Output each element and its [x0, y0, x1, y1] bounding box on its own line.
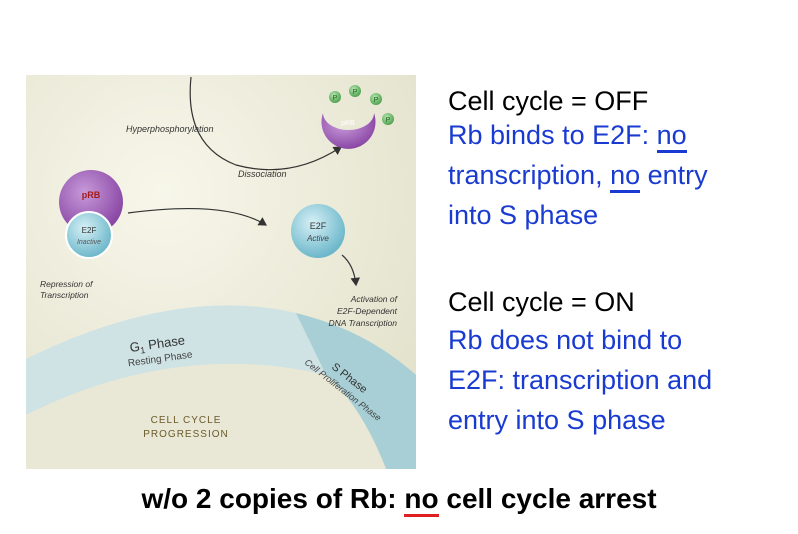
conclusion-text: w/o 2 copies of Rb: no cell cycle arrest: [0, 483, 798, 517]
progression-line-2: PROGRESSION: [143, 429, 228, 440]
conclusion-part-1: w/o 2 copies of Rb:: [141, 483, 405, 514]
activation-line-2: E2F-Dependent: [337, 306, 398, 316]
phosphate-3: [370, 93, 382, 105]
activation-line-3: DNA Transcription: [329, 318, 398, 328]
rb-e2f-diagram: pRB E2F Inactive pRB P P P P E2F Active …: [26, 75, 416, 469]
g1-letter: G: [129, 339, 141, 355]
phosphate-3-label: P: [374, 97, 379, 104]
conclusion-part-2: cell cycle arrest: [438, 483, 657, 514]
e2f-active-name: E2F: [310, 221, 327, 231]
progression-area: [26, 363, 386, 469]
on-line-1: Rb does not bind to: [448, 325, 683, 355]
hyperphosphorylation-arrow: [189, 76, 343, 171]
off-line-1-text: Rb binds to E2F:: [448, 120, 657, 150]
phosphate-4: [382, 113, 394, 125]
e2f-active-protein: [291, 204, 345, 258]
e2f-active-state: Active: [306, 234, 329, 243]
g1-phase-label-group: G1 Phase Resting Phase: [127, 332, 193, 369]
off-description: Rb binds to E2F: no transcription, no en…: [448, 118, 708, 232]
off-line-2-text: transcription,: [448, 160, 611, 190]
g1-phase-word: Phase: [144, 332, 186, 352]
dissociation-arrow: [127, 207, 268, 226]
g1-phase-band: [26, 305, 326, 415]
hyperphosphorylation-label: Hyperphosphorylation: [126, 124, 214, 134]
progression-line-1: CELL CYCLE: [151, 415, 222, 426]
off-heading: Cell cycle = OFF: [448, 86, 649, 116]
phosphate-2-label: P: [353, 89, 358, 96]
phosphate-1-label: P: [333, 95, 338, 102]
s-phase-band: [296, 313, 416, 469]
on-line-2: E2F: transcription and: [448, 365, 713, 395]
e2f-inactive-name: E2F: [82, 226, 97, 235]
phosphorylated-prb: [321, 113, 376, 149]
phosphate-1: [329, 91, 341, 103]
off-line-2-no: no: [610, 160, 641, 193]
phosphate-group: P P P P: [329, 85, 394, 125]
off-line-2: transcription, no entry: [448, 158, 708, 193]
prb-small-label: pRB: [341, 120, 355, 127]
g1-phase-label: G1 Phase: [129, 332, 186, 357]
prb-label: pRB: [82, 190, 101, 200]
on-line-3: entry into S phase: [448, 405, 666, 435]
phosphate-2: [349, 85, 361, 97]
on-heading: Cell cycle = ON: [448, 287, 635, 317]
repression-line-2: Transcription: [40, 290, 89, 300]
repression-line-1: Repression of: [40, 279, 94, 289]
activation-line-1: Activation of: [350, 294, 399, 304]
conclusion-no: no: [404, 483, 439, 517]
activation-arrow: [341, 254, 361, 287]
cell-cycle-figure: pRB E2F Inactive pRB P P P P E2F Active …: [26, 75, 416, 469]
e2f-inactive-protein: [65, 211, 113, 259]
off-line-1: Rb binds to E2F: no: [448, 118, 708, 153]
dissociation-label: Dissociation: [238, 169, 287, 179]
off-line-2-rest: entry: [640, 160, 708, 190]
on-description: Rb does not bind to E2F: transcription a…: [448, 323, 712, 437]
g1-subscript: 1: [140, 345, 146, 356]
off-line-1-no: no: [656, 120, 687, 153]
off-line-3: into S phase: [448, 200, 599, 230]
phosphate-4-label: P: [386, 117, 391, 124]
e2f-inactive-state: Inactive: [77, 239, 101, 246]
